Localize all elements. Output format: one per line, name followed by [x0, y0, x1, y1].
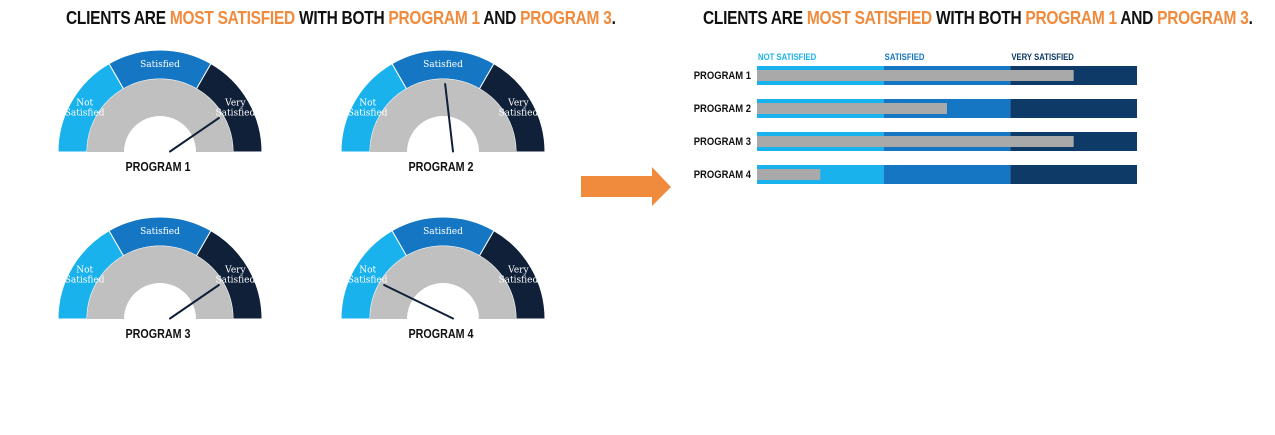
- gauge-program-label: PROGRAM 1: [125, 160, 190, 174]
- bar-value: [757, 136, 1074, 147]
- gauge-zone-label: Satisfied: [215, 276, 255, 286]
- band-label: NOT SATISFIED: [758, 51, 816, 62]
- gauge-needle: [169, 284, 220, 320]
- bar-value: [757, 169, 821, 180]
- gauge-inner-ring: [370, 246, 516, 319]
- bar-value: [757, 103, 947, 114]
- gauge-zone-label: Very: [224, 266, 246, 276]
- title-highlight: PROGRAM 1: [388, 8, 480, 28]
- bar-category-label: PROGRAM 1: [694, 70, 752, 82]
- gauge-program-label: PROGRAM 2: [408, 160, 473, 174]
- left-chart-title: CLIENTS ARE MOST SATISFIED WITH BOTH PRO…: [66, 8, 616, 29]
- gauge-3: NotSatisfiedSatisfiedVerySatisfiedPROGRA…: [57, 216, 263, 341]
- gauge-zone-label: Satisfied: [140, 227, 180, 237]
- gauge-zone-label: Satisfied: [65, 276, 105, 286]
- bar-row: PROGRAM 3: [694, 132, 1137, 151]
- title-highlight: MOST SATISFIED: [169, 8, 295, 28]
- gauge-inner-ring: [370, 79, 516, 152]
- gauge-zone-label: Satisfied: [348, 109, 388, 119]
- bar-row: PROGRAM 1: [694, 66, 1137, 85]
- gauge-4: NotSatisfiedSatisfiedVerySatisfiedPROGRA…: [340, 216, 546, 341]
- band-segment: [883, 165, 1011, 184]
- gauge-zone-label: Very: [507, 266, 529, 276]
- gauge-zone-label: Satisfied: [498, 109, 538, 119]
- gauge-zone-label: Satisfied: [140, 60, 180, 70]
- gauge-zone-label: Very: [224, 99, 246, 109]
- bar-category-label: PROGRAM 2: [694, 103, 752, 115]
- right-chart-title: CLIENTS ARE MOST SATISFIED WITH BOTH PRO…: [703, 8, 1253, 29]
- title-text: CLIENTS ARE: [703, 8, 807, 28]
- gauge-zone-label: Not: [76, 99, 93, 109]
- title-text: .: [611, 8, 616, 28]
- title-text: AND: [1116, 8, 1158, 28]
- bar-row: PROGRAM 2: [694, 99, 1137, 118]
- band-segment: [1010, 99, 1137, 118]
- gauge-zone-label: Satisfied: [498, 276, 538, 286]
- gauge-zone-label: Very: [507, 99, 529, 109]
- gauge-zone-label: Satisfied: [423, 60, 463, 70]
- gauge-needle: [169, 117, 220, 153]
- gauge-zone-label: Not: [76, 266, 93, 276]
- gauge-zone-label: Satisfied: [423, 227, 463, 237]
- gauge-program-label: PROGRAM 3: [125, 327, 190, 341]
- gauge-needle: [444, 83, 454, 153]
- gauge-charts: NotSatisfiedSatisfiedVerySatisfiedPROGRA…: [57, 49, 546, 341]
- gauge-program-label: PROGRAM 4: [408, 327, 473, 341]
- band-segment: [1010, 165, 1137, 184]
- band-label: VERY SATISFIED: [1011, 51, 1074, 62]
- bar-value: [757, 70, 1074, 81]
- gauge-zone-label: Not: [359, 266, 376, 276]
- title-text: CLIENTS ARE: [66, 8, 170, 28]
- band-label: SATISFIED: [885, 51, 925, 62]
- bar-row: PROGRAM 4: [694, 165, 1137, 184]
- title-text: .: [1248, 8, 1253, 28]
- title-highlight: PROGRAM 3: [1157, 8, 1249, 28]
- gauge-needle: [383, 284, 454, 320]
- title-text: WITH BOTH: [294, 8, 389, 28]
- title-text: AND: [479, 8, 521, 28]
- gauge-2: NotSatisfiedSatisfiedVerySatisfiedPROGRA…: [340, 49, 546, 174]
- gauge-zone-label: Not: [359, 99, 376, 109]
- title-text: WITH BOTH: [931, 8, 1026, 28]
- bar-category-label: PROGRAM 4: [694, 169, 752, 181]
- title-highlight: PROGRAM 1: [1025, 8, 1117, 28]
- gauge-1: NotSatisfiedSatisfiedVerySatisfiedPROGRA…: [57, 49, 263, 174]
- gauge-zone-label: Satisfied: [65, 109, 105, 119]
- bar-category-label: PROGRAM 3: [694, 136, 752, 148]
- title-highlight: PROGRAM 3: [520, 8, 612, 28]
- gauge-zone-label: Satisfied: [348, 276, 388, 286]
- title-highlight: MOST SATISFIED: [806, 8, 932, 28]
- gauge-zone-label: Satisfied: [215, 109, 255, 119]
